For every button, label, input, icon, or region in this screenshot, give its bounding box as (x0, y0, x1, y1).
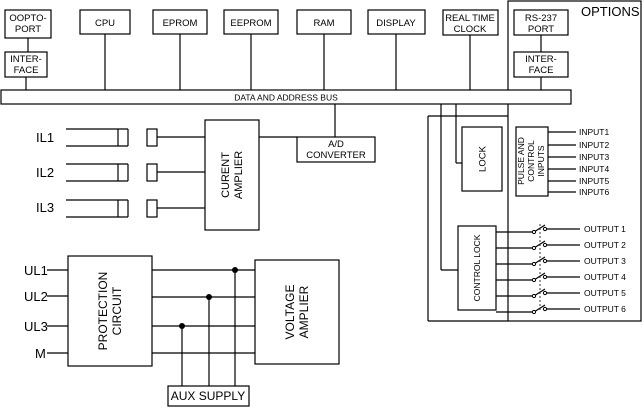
svg-text:AUX SUPPLY: AUX SUPPLY (171, 389, 245, 403)
svg-text:OUTPUT 3: OUTPUT 3 (584, 256, 626, 266)
oopto-port-box: OOPTO- PORT (4, 9, 52, 39)
ram-box: RAM (296, 9, 352, 35)
svg-text:UL1: UL1 (24, 263, 48, 278)
svg-text:INPUT5: INPUT5 (579, 176, 610, 186)
interface-left-box: INTER- FACE (4, 51, 48, 78)
voltage-amplifier-box: VOLTAGE AMPLIER (254, 259, 340, 365)
svg-text:DISPLAY: DISPLAY (376, 18, 416, 29)
svg-text:INPUT1: INPUT1 (579, 127, 610, 137)
input-labels: INPUT1 INPUT2 INPUT3 INPUT4 INPUT5 INPUT… (579, 127, 610, 197)
svg-text:OOPTO-: OOPTO- (9, 13, 46, 24)
svg-text:VOLTAGE: VOLTAGE (283, 285, 297, 340)
svg-text:IL2: IL2 (36, 165, 54, 180)
svg-text:LOCK: LOCK (478, 145, 489, 172)
current-amplifier-box: CURENT AMPLIER (204, 119, 260, 231)
eprom-box: EPROM (152, 9, 208, 35)
pulse-control-inputs-box: PULSE AND CONTROL INPUTS (515, 126, 549, 197)
svg-text:OUTPUT 2: OUTPUT 2 (584, 240, 626, 250)
svg-text:OUTPUT 5: OUTPUT 5 (584, 288, 626, 298)
svg-text:DATA AND ADDRESS BUS: DATA AND ADDRESS BUS (234, 93, 338, 103)
options-title: OPTIONS (581, 4, 640, 19)
svg-text:RAM: RAM (313, 18, 334, 29)
rs237-port-box: RS-237 PORT (513, 9, 569, 36)
svg-text:CONTROL: CONTROL (526, 140, 536, 182)
svg-text:INTER-: INTER- (10, 54, 42, 65)
display-box: DISPLAY (367, 9, 426, 35)
current-input-il1: IL1 (36, 128, 205, 147)
svg-text:CONVERTER: CONVERTER (306, 150, 366, 161)
svg-text:FACE: FACE (529, 65, 554, 76)
svg-text:AMPLIER: AMPLIER (297, 285, 311, 338)
svg-text:CPU: CPU (95, 18, 115, 29)
svg-text:A/D: A/D (328, 139, 344, 150)
svg-text:INPUT4: INPUT4 (579, 164, 610, 174)
svg-text:IL3: IL3 (36, 200, 54, 215)
svg-text:IL1: IL1 (36, 130, 54, 145)
svg-text:M: M (35, 346, 46, 361)
svg-text:PORT: PORT (528, 24, 554, 35)
svg-text:OUTPUT 6: OUTPUT 6 (584, 304, 626, 314)
svg-text:OUTPUT 1: OUTPUT 1 (584, 224, 626, 234)
svg-text:EPROM: EPROM (163, 18, 198, 29)
current-input-il3: IL3 (36, 199, 205, 218)
svg-text:INPUT2: INPUT2 (579, 140, 610, 150)
svg-text:OUTPUT 4: OUTPUT 4 (584, 272, 626, 282)
svg-text:CONTROL LOCK: CONTROL LOCK (472, 234, 482, 301)
svg-text:CLOCK: CLOCK (454, 24, 487, 35)
protection-circuit-box: PROTECTION CIRCUIT (67, 255, 153, 367)
cpu-box: CPU (79, 9, 131, 35)
svg-text:REAL TIME: REAL TIME (445, 13, 495, 24)
svg-text:PULSE AND: PULSE AND (516, 137, 526, 185)
ad-converter-box: A/D CONVERTER (296, 136, 376, 163)
svg-text:UL3: UL3 (24, 319, 48, 334)
current-input-il2: IL2 (36, 163, 205, 182)
real-time-clock-box: REAL TIME CLOCK (442, 9, 499, 36)
svg-text:RS-237: RS-237 (525, 13, 557, 24)
eeprom-box: EEPROM (223, 9, 279, 35)
aux-supply-box: AUX SUPPLY (167, 385, 250, 407)
svg-text:CURENT: CURENT (220, 152, 232, 198)
svg-text:INTER-: INTER- (525, 54, 557, 65)
lock-box: LOCK (461, 126, 503, 192)
svg-text:INPUTS: INPUTS (536, 145, 546, 177)
svg-text:INPUT3: INPUT3 (579, 152, 610, 162)
output-labels: OUTPUT 1 OUTPUT 2 OUTPUT 3 OUTPUT 4 OUTP… (584, 224, 626, 314)
input-lines (548, 131, 576, 193)
data-address-bus: DATA AND ADDRESS BUS (0, 89, 572, 105)
svg-text:CIRCUIT: CIRCUIT (110, 286, 124, 335)
interface-right-box: INTER- FACE (513, 51, 569, 78)
svg-text:PORT: PORT (15, 24, 41, 35)
svg-text:PROTECTION: PROTECTION (96, 272, 110, 351)
svg-text:FACE: FACE (14, 65, 39, 76)
svg-text:EEPROM: EEPROM (230, 18, 271, 29)
svg-text:UL2: UL2 (24, 289, 48, 304)
svg-text:AMPLIER: AMPLIER (233, 151, 245, 199)
control-lock-box: CONTROL LOCK (457, 225, 497, 311)
svg-text:INPUT6: INPUT6 (579, 187, 610, 197)
voltage-input-labels: UL1 UL2 UL3 M (24, 263, 48, 361)
output-relays (496, 224, 580, 315)
